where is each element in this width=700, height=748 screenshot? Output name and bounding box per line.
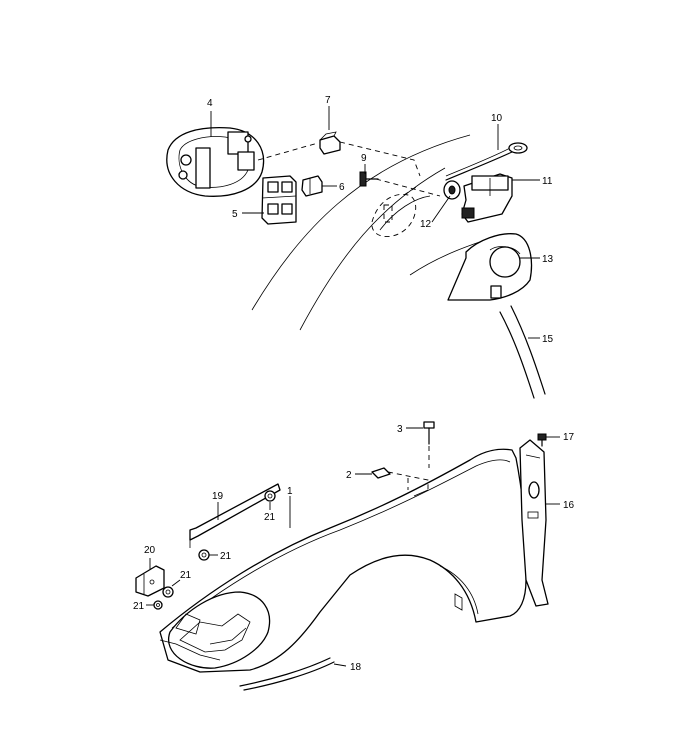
- callout-12: 12: [420, 219, 432, 230]
- nut-lower-rail: [198, 549, 210, 561]
- callout-1: 1: [287, 486, 293, 497]
- callout-7: 7: [325, 95, 331, 106]
- callout-15: 15: [542, 334, 554, 345]
- clip-6: [301, 175, 323, 197]
- front-fender: [159, 448, 528, 673]
- hinge-block: [261, 175, 297, 225]
- grommet-12: [443, 180, 461, 200]
- callout-19: 19: [212, 491, 224, 502]
- side-panel-16: [519, 439, 549, 607]
- nut-upper-rail: [264, 490, 276, 502]
- callout-10: 10: [491, 113, 503, 124]
- callout-21-bracket-bottom: 21: [133, 601, 145, 612]
- callout-3: 3: [397, 424, 403, 435]
- callout-11: 11: [542, 176, 553, 187]
- callout-6: 6: [339, 182, 345, 193]
- callout-18: 18: [350, 662, 362, 673]
- nut-bracket-bottom: [153, 600, 163, 610]
- rail-19: [189, 483, 281, 548]
- callout-16: 16: [563, 500, 575, 511]
- arch-strip-18: [239, 657, 335, 691]
- callout-17: 17: [563, 432, 575, 443]
- pin-9: [359, 171, 379, 187]
- screw-17: [537, 433, 547, 447]
- fuel-housing-13: [447, 233, 533, 301]
- clip-nut-2: [371, 467, 391, 479]
- bracket-20: [135, 565, 165, 597]
- callout-20: 20: [144, 545, 156, 556]
- callout-4: 4: [207, 98, 213, 109]
- assembly-lines-upper: [257, 141, 441, 197]
- callout-5: 5: [232, 209, 238, 220]
- nut-bracket-right: [162, 586, 174, 598]
- drain-hose-15: [499, 305, 546, 399]
- body-contour-lines: [251, 134, 501, 331]
- tether-cable: [445, 142, 528, 181]
- leader-lines: [146, 106, 560, 667]
- actuator-11: [461, 173, 513, 223]
- callout-2: 2: [346, 470, 352, 481]
- fuel-door-opening: [371, 193, 417, 238]
- callout-21-rail-lower: 21: [220, 551, 232, 562]
- callout-13: 13: [542, 254, 554, 265]
- bolt-3: [423, 421, 435, 445]
- fuel-flap: [166, 126, 265, 197]
- assembly-lines-lower: [387, 446, 430, 490]
- buffer-7: [319, 131, 341, 155]
- callout-21-bracket-right: 21: [180, 570, 192, 581]
- callout-9: 9: [361, 153, 367, 164]
- callout-21-rail-upper: 21: [264, 512, 276, 523]
